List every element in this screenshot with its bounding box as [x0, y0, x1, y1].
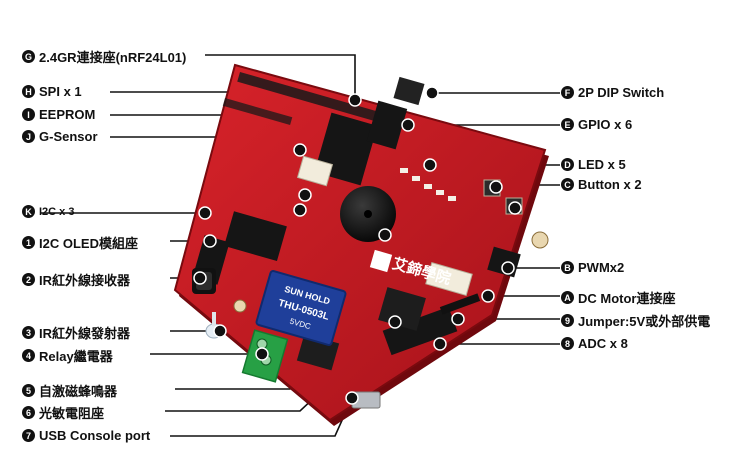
badge-4: 4 — [22, 349, 35, 362]
badge-9: 9 — [561, 314, 574, 327]
badge-F: F — [561, 86, 574, 99]
marker-4 — [255, 347, 269, 361]
label-A-text: DC Motor連接座 — [578, 291, 676, 306]
badge-H: H — [22, 85, 35, 98]
ldr — [233, 299, 247, 313]
marker-9 — [451, 312, 465, 326]
badge-B: B — [561, 261, 574, 274]
label-1-text: I2C OLED模組座 — [39, 236, 138, 251]
reset-button — [531, 231, 549, 249]
relay: SUN HOLD THU-0503L 5VDC — [255, 270, 347, 346]
label-6: 6 光敏電阻座 — [22, 403, 104, 422]
i2c-header — [224, 211, 287, 262]
label-F-text: 2P DIP Switch — [578, 85, 665, 100]
label-J: J G-Sensor — [22, 129, 98, 144]
badge-I: I — [22, 108, 35, 121]
label-4: 4 Relay繼電器 — [22, 346, 113, 365]
label-E-text: GPIO x 6 — [578, 117, 633, 132]
marker-A — [481, 289, 495, 303]
badge-7: 7 — [22, 429, 35, 442]
marker-5 — [378, 228, 392, 242]
badge-G: G — [22, 50, 35, 63]
adc-header — [382, 306, 458, 356]
label-F: F 2P DIP Switch — [561, 85, 664, 100]
label-I-text: EEPROM — [39, 107, 96, 122]
label-H-text: SPI x 1 — [39, 84, 82, 99]
marker-J — [293, 203, 307, 217]
marker-7 — [345, 391, 359, 405]
badge-E: E — [561, 118, 574, 131]
label-9-text: Jumper:5V或外部供電 — [578, 314, 711, 329]
badge-6: 6 — [22, 406, 35, 419]
marker-1 — [203, 234, 217, 248]
marker-K — [198, 206, 212, 220]
label-H: H SPI x 1 — [22, 84, 82, 99]
label-2-text: IR紅外線接收器 — [39, 273, 131, 288]
badge-2: 2 — [22, 273, 35, 286]
label-4-text: Relay繼電器 — [39, 349, 113, 364]
label-C-text: Button x 2 — [578, 177, 642, 192]
label-G: G 2.4GR連接座(nRF24L01) — [22, 47, 186, 66]
badge-C: C — [561, 178, 574, 191]
marker-H — [293, 143, 307, 157]
leader-G — [205, 54, 356, 100]
label-7: 7 USB Console port — [22, 428, 150, 443]
marker-C1 — [489, 180, 503, 194]
marker-3 — [213, 324, 227, 338]
marker-6 — [388, 315, 402, 329]
badge-8: 8 — [561, 337, 574, 350]
label-8: 8 ADC x 8 — [561, 336, 628, 351]
label-K: K I2C x 3 — [22, 205, 74, 218]
marker-C2 — [508, 201, 522, 215]
label-5-text: 自激磁蜂鳴器 — [39, 384, 118, 399]
label-5: 5 自激磁蜂鳴器 — [22, 381, 117, 400]
badge-J: J — [22, 130, 35, 143]
marker-I — [298, 188, 312, 202]
marker-B — [501, 261, 515, 275]
label-A: A DC Motor連接座 — [561, 288, 676, 307]
label-3-text: IR紅外線發射器 — [39, 326, 131, 341]
badge-A: A — [561, 291, 574, 304]
marker-F — [425, 86, 439, 100]
label-9: 9 Jumper:5V或外部供電 — [561, 311, 710, 330]
spi-header — [366, 100, 408, 150]
label-K-text: I2C x 3 — [39, 205, 75, 218]
badge-5: 5 — [22, 384, 35, 397]
marker-2 — [193, 271, 207, 285]
motor-connector — [425, 262, 473, 296]
label-1: 1 I2C OLED模組座 — [22, 233, 138, 252]
label-D-text: LED x 5 — [578, 157, 626, 172]
badge-K: K — [22, 205, 35, 218]
marker-E — [401, 118, 415, 132]
label-I: I EEPROM — [22, 107, 95, 122]
dip-switch — [393, 76, 425, 106]
label-E: E GPIO x 6 — [561, 117, 632, 132]
callout-markers — [193, 86, 522, 405]
label-7-text: USB Console port — [39, 428, 151, 443]
label-8-text: ADC x 8 — [578, 336, 628, 351]
marker-G — [348, 93, 362, 107]
badge-3: 3 — [22, 326, 35, 339]
label-G-text: 2.4GR連接座(nRF24L01) — [39, 50, 187, 65]
marker-8 — [433, 337, 447, 351]
label-B-text: PWMx2 — [578, 260, 625, 275]
badge-D: D — [561, 158, 574, 171]
pcb: SUN HOLD THU-0503L 5VDC 艾鍗學院 — [173, 63, 549, 426]
label-2: 2 IR紅外線接收器 — [22, 270, 130, 289]
gsensor-connector — [296, 155, 334, 187]
label-J-text: G-Sensor — [39, 129, 98, 144]
label-3: 3 IR紅外線發射器 — [22, 323, 130, 342]
label-6-text: 光敏電阻座 — [39, 406, 105, 421]
label-D: D LED x 5 — [561, 157, 626, 172]
label-C: C Button x 2 — [561, 177, 642, 192]
badge-1: 1 — [22, 236, 35, 249]
marker-D — [423, 158, 437, 172]
label-B: B PWMx2 — [561, 260, 624, 275]
